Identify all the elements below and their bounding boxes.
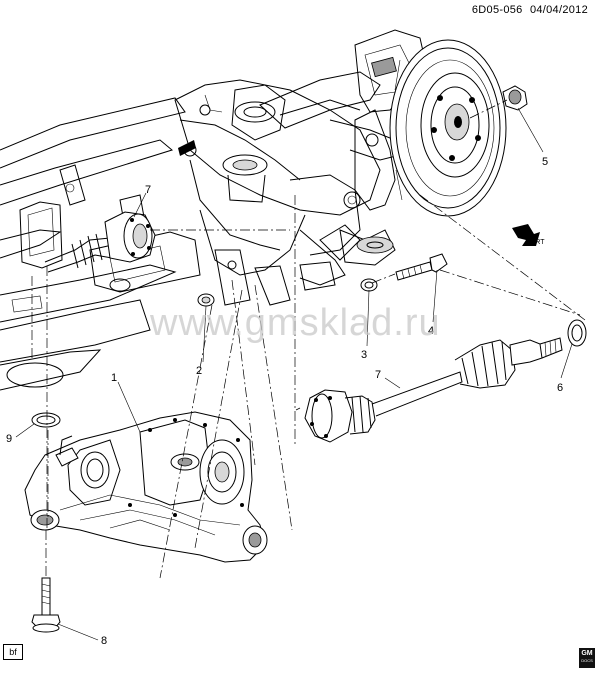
- seal-ring-part-6: [567, 319, 587, 347]
- callout-2: 2: [196, 365, 202, 377]
- callout-3: 3: [361, 349, 367, 361]
- right-drive-axle: [304, 337, 563, 443]
- callout-6: 6: [557, 382, 563, 394]
- bolt-part-8: [31, 577, 61, 633]
- nut-part-5: [502, 85, 528, 111]
- o-ring-part-9: [31, 412, 61, 428]
- callout-1: 1: [111, 372, 117, 384]
- callout-labels: 1 2 3 4 5 6 7 7 8 9: [6, 156, 563, 647]
- left-drive-axle: [44, 211, 156, 273]
- chassis-frame: [0, 97, 201, 391]
- front-direction-indicator: FRT: [512, 224, 545, 246]
- bolt-part-4: [395, 253, 448, 281]
- watermark-text: www.gmsklad.ru: [150, 302, 441, 344]
- callout-5: 5: [542, 156, 548, 168]
- alignment-guides: [31, 99, 586, 579]
- diagram-code: 6D05-056: [471, 4, 523, 16]
- diagram-header: 6D05-056 04/04/2012: [472, 4, 588, 16]
- leader-lines: [15, 107, 573, 641]
- callout-7-upper: 7: [145, 184, 151, 196]
- front-label: FRT: [531, 239, 545, 246]
- diagram-date: 04/04/2012: [529, 4, 588, 16]
- callout-4: 4: [428, 325, 434, 337]
- logo-main-text: GM: [581, 650, 593, 657]
- logo-sub-text: DOCS: [581, 658, 593, 663]
- seal-part-2: [197, 293, 215, 307]
- corner-tag: bf: [3, 644, 23, 660]
- brake-rotor-hub: [389, 39, 507, 217]
- subframe-crossmember: [174, 79, 396, 306]
- callout-8: 8: [101, 635, 107, 647]
- gm-docs-logo: GM DOCS: [579, 648, 595, 668]
- callout-9: 9: [6, 433, 12, 445]
- differential-carrier-part-1: [24, 411, 268, 563]
- washer-part-3: [360, 278, 378, 292]
- callout-7-lower: 7: [375, 369, 381, 381]
